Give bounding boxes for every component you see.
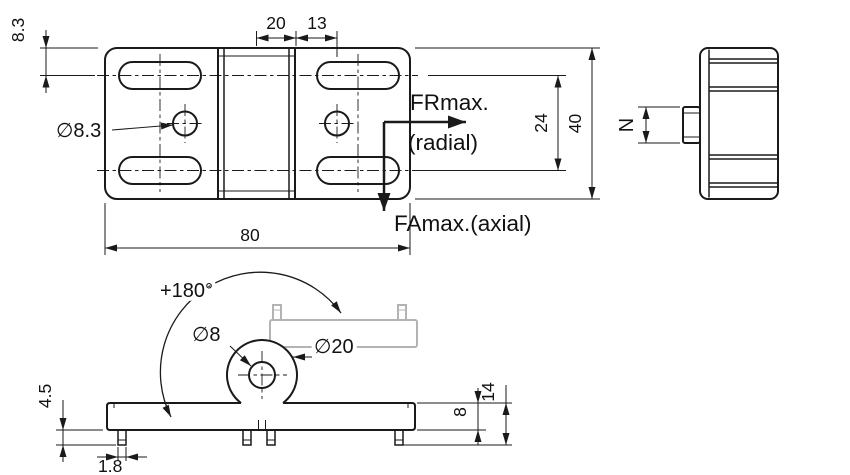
pivot-pin-tab [682, 106, 701, 144]
top-view: 8.3 20 13 ∅8.3 24 40 [8, 13, 600, 255]
dim-13-label: 13 [307, 13, 326, 33]
foot-pin [117, 429, 127, 446]
dimension-80: 80 [104, 203, 411, 255]
dim-14-label: 14 [478, 382, 498, 402]
radial-force-sublabel: (radial) [408, 130, 478, 155]
front-view: +180° ∅8 ∅20 4.5 1.8 [35, 271, 512, 475]
dim-24-label: 24 [531, 113, 551, 133]
side-body-outline [699, 47, 779, 200]
force-annotations: FRmax. (radial) FAmax.(axial) [377, 90, 532, 236]
radial-force-label: FRmax. [410, 90, 489, 115]
foot-pin [394, 429, 404, 446]
rotation-angle-label: +180° [160, 280, 213, 302]
dimension-40: 40 [415, 47, 600, 200]
pivot-boss-outline [226, 339, 298, 404]
dimension-24: 24 [418, 75, 566, 171]
side-groove-lines [709, 58, 777, 188]
dimension-20-13: 20 13 [256, 13, 338, 57]
dimension-1-8: 1.8 [97, 447, 147, 475]
dimension-4-5: 4.5 [35, 384, 116, 462]
dim-8-label: 8 [450, 407, 470, 417]
dim-n-label: N [616, 118, 638, 132]
plate-outline [104, 47, 411, 200]
pivot-centerlines [238, 351, 287, 399]
dim-8-3-label: 8.3 [8, 18, 28, 42]
centerlines [97, 54, 418, 192]
dim-40-label: 40 [565, 114, 585, 134]
dimension-8-3: 8.3 [8, 18, 98, 93]
hole-diameter-label: ∅8.3 [56, 120, 101, 142]
foot-pin [266, 429, 276, 446]
boss-diameter-callout: ∅20 [293, 332, 358, 362]
foot-pin [242, 429, 252, 446]
dimension-14: 14 [403, 382, 512, 446]
base-bar-outline [106, 402, 416, 431]
dim-4-5-label: 4.5 [35, 384, 55, 408]
pivot-hole-label: ∅8 [192, 324, 221, 346]
dim-20-label: 20 [266, 13, 286, 33]
hole-diameter-callout: ∅8.3 [56, 120, 174, 142]
axial-force-label: FAmax.(axial) [394, 211, 532, 236]
rotation-arc [159, 271, 342, 418]
hinge-band [217, 49, 296, 198]
dim-1-8-label: 1.8 [98, 456, 122, 475]
pivot-hole-callout: ∅8 [188, 320, 252, 367]
mounting-feet [117, 429, 404, 446]
boss-diameter-label: ∅20 [314, 336, 354, 358]
side-view: N [616, 47, 779, 200]
dim-80-label: 80 [240, 225, 260, 245]
dimension-8: 8 [417, 388, 512, 445]
mold-slit [258, 420, 266, 430]
dimension-n: N [616, 106, 680, 144]
